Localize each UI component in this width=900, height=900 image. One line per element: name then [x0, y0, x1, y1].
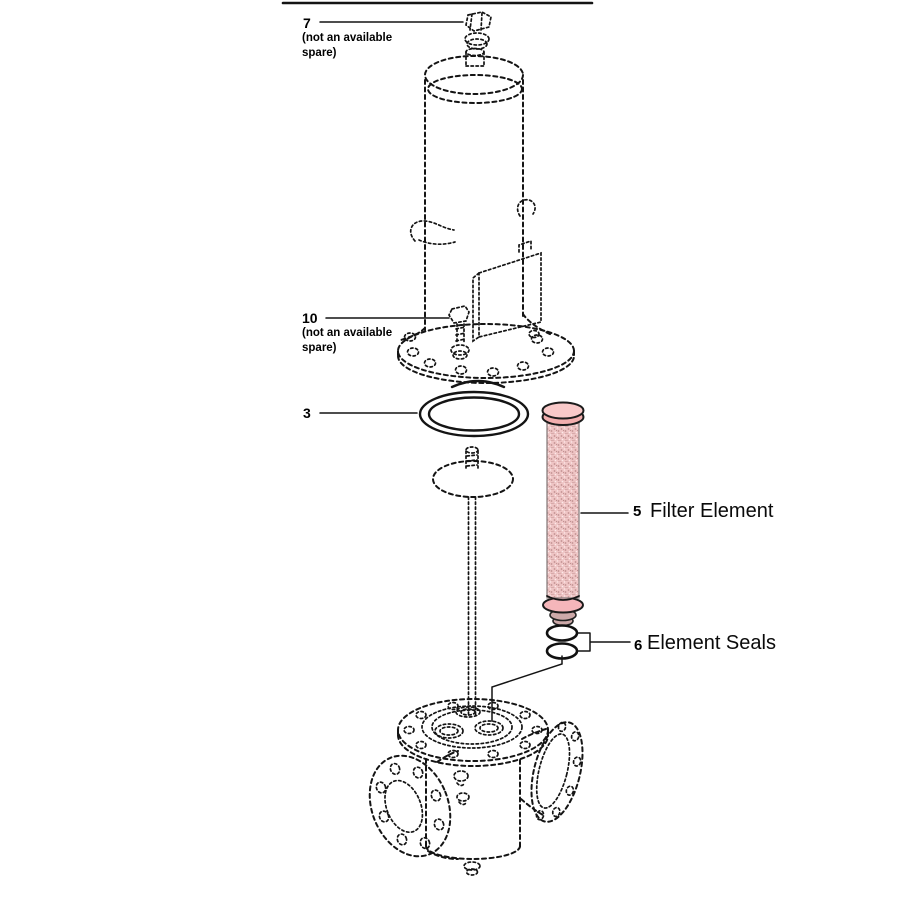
part10-note: (not an available spare) — [302, 326, 392, 356]
outlet-flange — [530, 721, 584, 823]
leader-lines — [319, 21, 631, 722]
element-seals-6 — [545, 624, 579, 660]
part6-number: 6 — [634, 637, 643, 654]
part10-note-line1: (not an available — [302, 327, 393, 339]
cover-bolt-7 — [464, 11, 492, 67]
filter-element-5 — [541, 401, 585, 627]
vessel-flange — [397, 323, 575, 389]
element-seal-upper — [545, 624, 579, 642]
flange-bolt-10 — [448, 305, 470, 360]
vessel-shell — [400, 55, 553, 341]
part10-note-line2: spare) — [302, 342, 337, 354]
drain-plug — [463, 861, 481, 876]
part6-name: Element Seals — [647, 632, 776, 654]
seal-position-line — [491, 655, 563, 722]
part7-note-line1: (not an available — [302, 32, 393, 44]
part5-number: 5 — [633, 503, 642, 520]
o-ring-gasket-3 — [418, 390, 530, 438]
leader-bracket-6 — [576, 632, 631, 652]
nameplate — [472, 239, 542, 343]
part3-number: 3 — [303, 405, 311, 421]
part7-note: (not an available spare) — [302, 31, 392, 61]
right-lifting-lug — [516, 198, 536, 217]
filter-media-body — [546, 420, 580, 599]
filter-cap-top — [541, 401, 585, 420]
tie-rod-assembly — [432, 446, 514, 717]
filter-housing — [368, 698, 584, 876]
part5-name: Filter Element — [650, 500, 774, 522]
inlet-flange — [368, 754, 452, 858]
left-lifting-lug — [409, 220, 456, 246]
vessel-spigot-edge — [450, 379, 506, 389]
part7-number: 7 — [303, 15, 311, 31]
housing-side-bolts — [453, 770, 470, 806]
part7-note-line2: spare) — [302, 47, 337, 59]
part10-number: 10 — [302, 310, 318, 326]
